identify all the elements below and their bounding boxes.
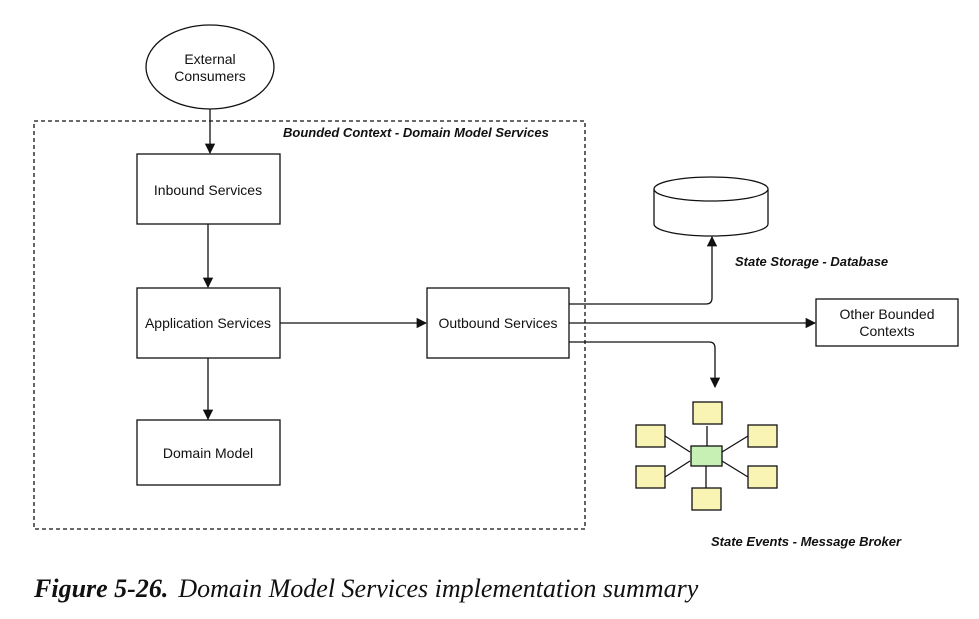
bounded-context-boundary bbox=[33, 120, 586, 530]
application-services-label: Application Services bbox=[145, 315, 271, 331]
architecture-diagram: Bounded Context - Domain Model Services … bbox=[33, 24, 959, 549]
inbound-services-label: Inbound Services bbox=[154, 182, 262, 198]
other-bounded-contexts-label-line2: Contexts bbox=[859, 323, 914, 339]
application-services-node: Application Services bbox=[136, 287, 281, 359]
external-consumers-label-line2: Consumers bbox=[174, 68, 246, 84]
state-events-label: State Events - Message Broker bbox=[711, 534, 902, 549]
message-broker-icon bbox=[635, 401, 778, 511]
domain-model-node: Domain Model bbox=[136, 419, 281, 486]
inbound-services-node: Inbound Services bbox=[136, 153, 281, 225]
outbound-services-label: Outbound Services bbox=[438, 315, 557, 331]
figure-number: Figure 5-26. bbox=[34, 574, 169, 603]
other-bounded-contexts-label-line1: Other Bounded bbox=[840, 306, 935, 322]
figure-caption-text: Domain Model Services implementation sum… bbox=[178, 574, 699, 603]
outbound-services-node: Outbound Services bbox=[426, 287, 570, 359]
domain-model-label: Domain Model bbox=[163, 445, 253, 461]
arrow-outbound-to-broker bbox=[569, 341, 721, 389]
arrow-outbound-to-database bbox=[569, 235, 718, 305]
figure-caption: Figure 5-26. Domain Model Services implem… bbox=[34, 574, 698, 604]
external-consumers-label-line1: External bbox=[184, 51, 235, 67]
database-icon bbox=[653, 176, 769, 237]
state-storage-label: State Storage - Database bbox=[735, 254, 888, 269]
bounded-context-label: Bounded Context - Domain Model Services bbox=[283, 125, 549, 140]
other-bounded-contexts-node: Other Bounded Contexts bbox=[815, 298, 959, 347]
external-consumers-node: External Consumers bbox=[145, 24, 275, 110]
